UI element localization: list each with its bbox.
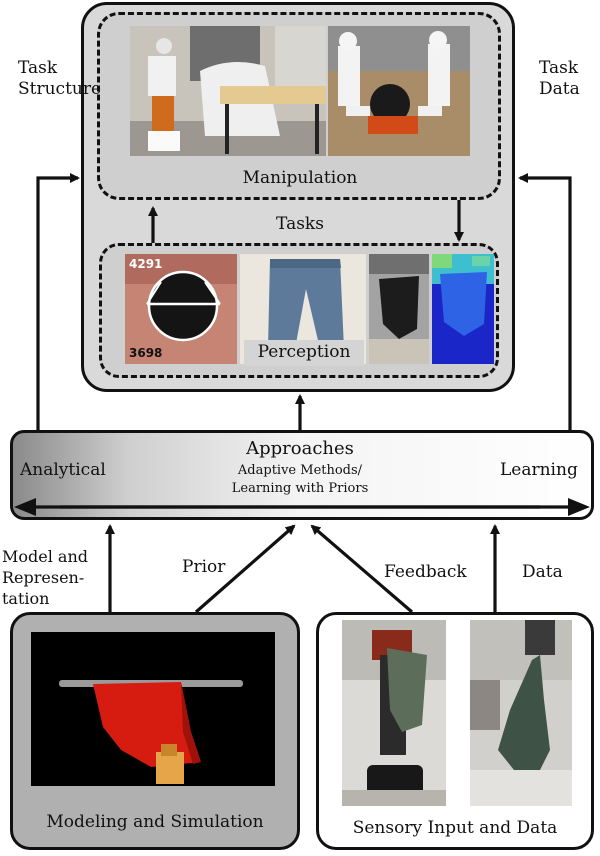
sensory-photo-left <box>342 620 446 806</box>
perception-label: Perception <box>257 342 351 362</box>
sensory-label: Sensory Input and Data <box>352 818 558 838</box>
model-representation-label: Model and Represen- tation <box>2 547 89 608</box>
approaches-subtitle: Adaptive Methods/ Learning with Priors <box>231 463 369 496</box>
perception-photo-hanging <box>369 254 429 364</box>
manipulation-photo-left <box>130 26 326 156</box>
learning-label: Learning <box>500 460 578 480</box>
simulation-image <box>31 632 275 786</box>
manipulation-label: Manipulation <box>242 168 358 188</box>
modeling-label: Modeling and Simulation <box>46 812 264 832</box>
analytical-label: Analytical <box>20 460 106 480</box>
task-data-label: Task Data <box>539 58 580 99</box>
data-label: Data <box>522 562 563 582</box>
manipulation-photo-right <box>328 26 470 156</box>
task-structure-arrow <box>36 173 80 430</box>
prior-label: Prior <box>182 557 226 577</box>
perception-label-bg <box>244 340 364 366</box>
perception-photo-disc <box>125 254 237 364</box>
feedback-label: Feedback <box>384 562 467 582</box>
approaches-title: Approaches <box>246 438 354 459</box>
perception-photo-depth <box>432 254 494 364</box>
perception-number-top: 4291 <box>129 257 163 271</box>
perception-number-bottom: 3698 <box>129 346 163 360</box>
tasks-title: Tasks <box>276 214 324 234</box>
sensory-photo-right <box>470 620 572 806</box>
approaches-box <box>10 430 594 520</box>
task-data-arrow <box>518 173 572 430</box>
task-structure-label: Task Structure <box>18 58 102 99</box>
